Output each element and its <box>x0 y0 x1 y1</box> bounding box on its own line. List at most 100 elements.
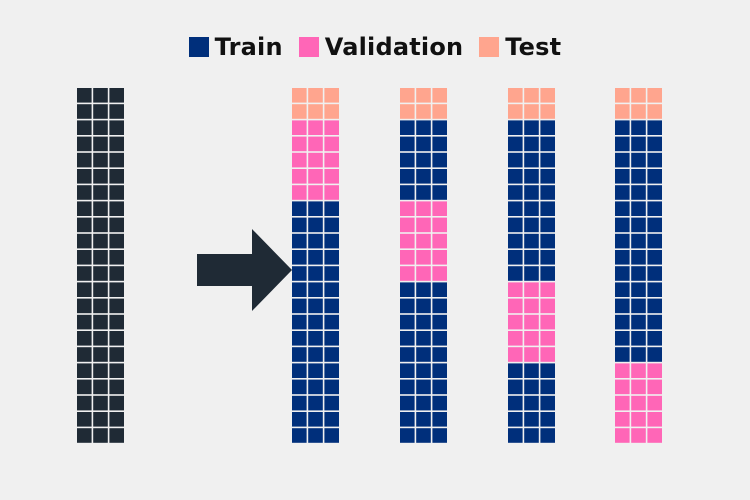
train-cell <box>324 217 339 233</box>
train-cell <box>400 347 415 362</box>
train-cell <box>324 201 339 216</box>
train-cell <box>524 201 539 216</box>
train-cell <box>292 298 307 314</box>
validation-cell <box>292 185 307 200</box>
train-segment <box>508 363 555 443</box>
train-cell <box>508 250 523 265</box>
validation-cell <box>540 298 555 314</box>
train-cell <box>292 379 307 395</box>
train-cell <box>540 266 555 281</box>
validation-cell <box>416 250 431 265</box>
validation-cell <box>416 233 431 249</box>
raw-cell <box>109 395 124 411</box>
train-cell <box>416 136 431 152</box>
train-cell <box>432 379 447 395</box>
train-cell <box>308 314 323 330</box>
train-cell <box>400 379 415 395</box>
raw-cell <box>93 169 108 184</box>
test-cell <box>524 104 539 119</box>
train-cell <box>308 412 323 427</box>
raw-cell <box>77 266 92 281</box>
test-cell <box>292 88 307 103</box>
train-cell <box>540 185 555 200</box>
test-cell <box>615 104 630 119</box>
raw-cell <box>93 298 108 314</box>
raw-cell <box>77 298 92 314</box>
train-cell <box>400 395 415 411</box>
raw-cell <box>109 152 124 168</box>
train-cell <box>524 217 539 233</box>
train-cell <box>508 363 523 378</box>
validation-cell <box>631 428 646 443</box>
train-cell <box>631 217 646 233</box>
raw-cell <box>109 201 124 216</box>
validation-cell <box>615 379 630 395</box>
legend: Train Validation Test <box>0 33 750 61</box>
validation-cell <box>615 363 630 378</box>
raw-cell <box>93 379 108 395</box>
train-cell <box>631 266 646 281</box>
train-cell <box>508 136 523 152</box>
train-cell <box>432 136 447 152</box>
raw-cell <box>109 331 124 346</box>
test-cell <box>324 104 339 119</box>
train-cell <box>292 412 307 427</box>
raw-cell <box>93 347 108 362</box>
train-cell <box>308 201 323 216</box>
raw-cell <box>93 266 108 281</box>
train-cell <box>615 185 630 200</box>
train-cell <box>416 282 431 297</box>
train-cell <box>432 363 447 378</box>
raw-cell <box>109 136 124 152</box>
validation-cell <box>432 250 447 265</box>
legend-item-validation: Validation <box>298 33 464 61</box>
train-cell <box>631 314 646 330</box>
validation-cell <box>647 379 662 395</box>
validation-cell <box>400 233 415 249</box>
test-cell <box>400 104 415 119</box>
validation-cell <box>631 395 646 411</box>
train-cell <box>540 233 555 249</box>
validation-cell <box>647 395 662 411</box>
raw-cell <box>109 282 124 297</box>
fold-3-bar <box>508 88 555 443</box>
train-cell <box>508 152 523 168</box>
raw-cell <box>109 233 124 249</box>
raw-cell <box>77 412 92 427</box>
train-cell <box>540 428 555 443</box>
train-cell <box>292 266 307 281</box>
test-cell <box>308 88 323 103</box>
train-cell <box>508 201 523 216</box>
train-cell <box>292 201 307 216</box>
train-cell <box>508 428 523 443</box>
train-cell <box>615 120 630 135</box>
train-cell <box>400 412 415 427</box>
fold-1-bar <box>292 88 339 443</box>
raw-cell <box>109 379 124 395</box>
train-cell <box>631 185 646 200</box>
test-segment <box>400 88 447 119</box>
train-cell <box>416 412 431 427</box>
raw-cell <box>93 282 108 297</box>
train-cell <box>540 169 555 184</box>
train-cell <box>308 233 323 249</box>
test-segment <box>615 88 662 119</box>
raw-cell <box>77 379 92 395</box>
test-cell <box>324 88 339 103</box>
validation-cell <box>324 169 339 184</box>
train-cell <box>292 395 307 411</box>
train-cell <box>324 428 339 443</box>
train-cell <box>647 347 662 362</box>
train-cell <box>540 412 555 427</box>
train-cell <box>292 250 307 265</box>
train-cell <box>292 217 307 233</box>
train-cell <box>615 347 630 362</box>
train-cell <box>615 169 630 184</box>
validation-cell <box>432 233 447 249</box>
train-cell <box>416 331 431 346</box>
train-cell <box>324 412 339 427</box>
test-cell <box>631 88 646 103</box>
validation-cell <box>308 185 323 200</box>
train-cell <box>647 250 662 265</box>
train-cell <box>524 395 539 411</box>
